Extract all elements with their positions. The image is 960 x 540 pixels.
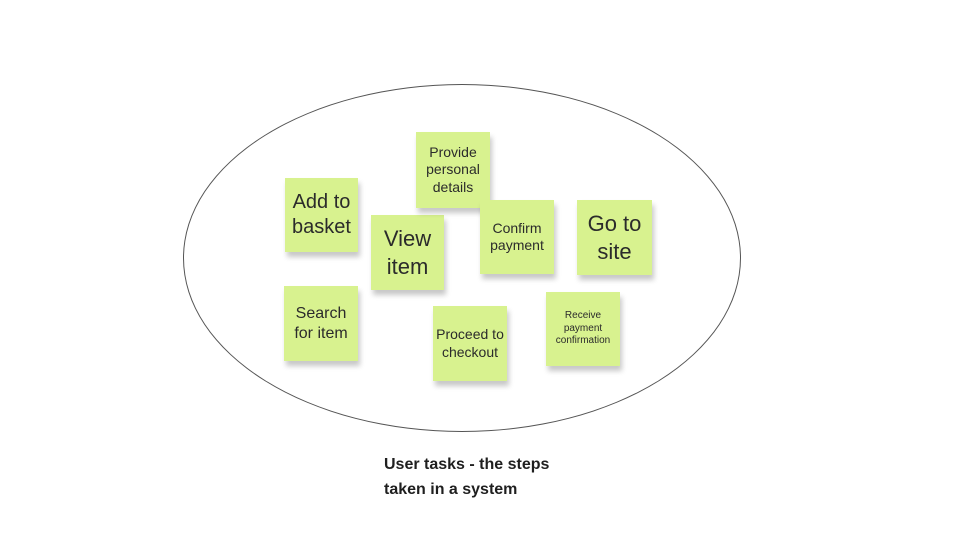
note-text: Go to site [587, 211, 642, 264]
system-boundary-ellipse [183, 84, 741, 432]
sticky-note-go-to-site[interactable]: Go to site [577, 200, 652, 275]
sticky-note-search-for-item[interactable]: Search for item [284, 286, 358, 361]
sticky-note-view-item[interactable]: View item [371, 215, 444, 290]
sticky-note-add-to-basket[interactable]: Add to basket [285, 178, 358, 252]
sticky-note-provide-personal-details[interactable]: Provide personal details [416, 132, 490, 208]
note-text: Provide personal details [426, 143, 480, 195]
note-text: View item [383, 226, 432, 279]
note-text: Search for item [294, 304, 348, 342]
sticky-note-confirm-payment[interactable]: Confirm payment [480, 200, 554, 274]
note-text: Confirm payment [490, 219, 544, 254]
caption-line-1: User tasks - the steps [384, 456, 550, 473]
note-text: Receive payment confirmation [555, 310, 611, 347]
diagram-caption: User tasks - the steps taken in a system [384, 452, 614, 502]
note-text: Add to basket [292, 191, 351, 238]
sticky-note-receive-payment-confirmation[interactable]: Receive payment confirmation [546, 292, 620, 366]
note-text: Proceed to checkout [436, 326, 504, 360]
sticky-note-proceed-to-checkout[interactable]: Proceed to checkout [433, 306, 507, 381]
caption-line-2: taken in a system [384, 481, 518, 498]
